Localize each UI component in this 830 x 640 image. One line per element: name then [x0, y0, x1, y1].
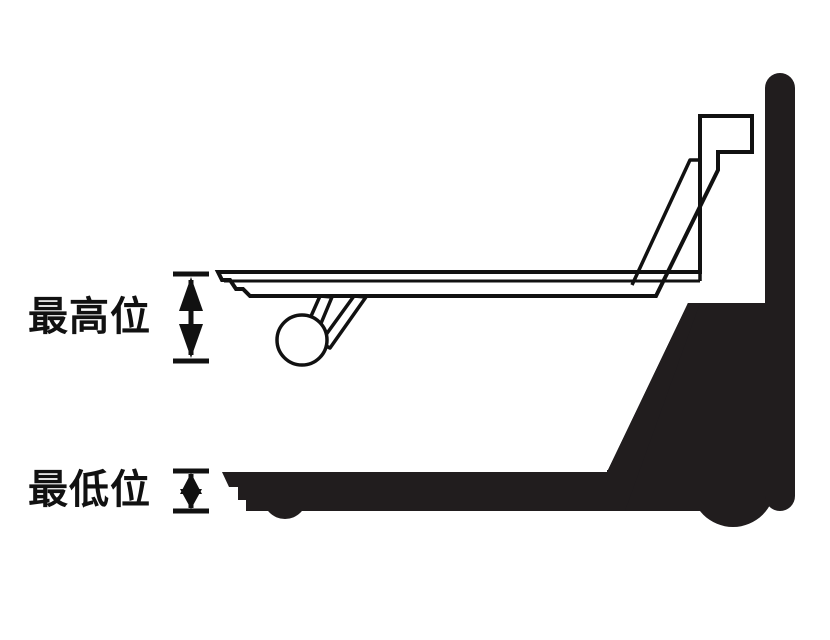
dimension-lowest	[173, 468, 209, 514]
truck-body-slope-fill	[607, 303, 700, 511]
raised-fork-outline	[214, 114, 754, 298]
lowest-position-label: 最低位	[28, 467, 151, 513]
raised-load-wheel	[275, 313, 329, 367]
highest-position-label: 最高位	[28, 294, 151, 340]
truck-drive-unit	[607, 73, 795, 527]
dimension-lowest-arrowhead-up	[180, 473, 202, 494]
truck-body-silhouette	[607, 303, 765, 511]
dimension-highest-arrowhead-down	[179, 324, 203, 358]
dimension-lowest-arrowhead-down	[180, 489, 202, 509]
dimension-highest	[173, 271, 209, 364]
handle-post	[765, 73, 795, 511]
dimension-highest-arrowhead-up	[179, 277, 203, 311]
raised-fork-assembly	[214, 114, 754, 367]
lowered-fork-assembly	[222, 472, 700, 519]
lowered-fork-silhouette	[222, 472, 700, 511]
raised-fork-riser-inner-edge	[630, 158, 702, 286]
